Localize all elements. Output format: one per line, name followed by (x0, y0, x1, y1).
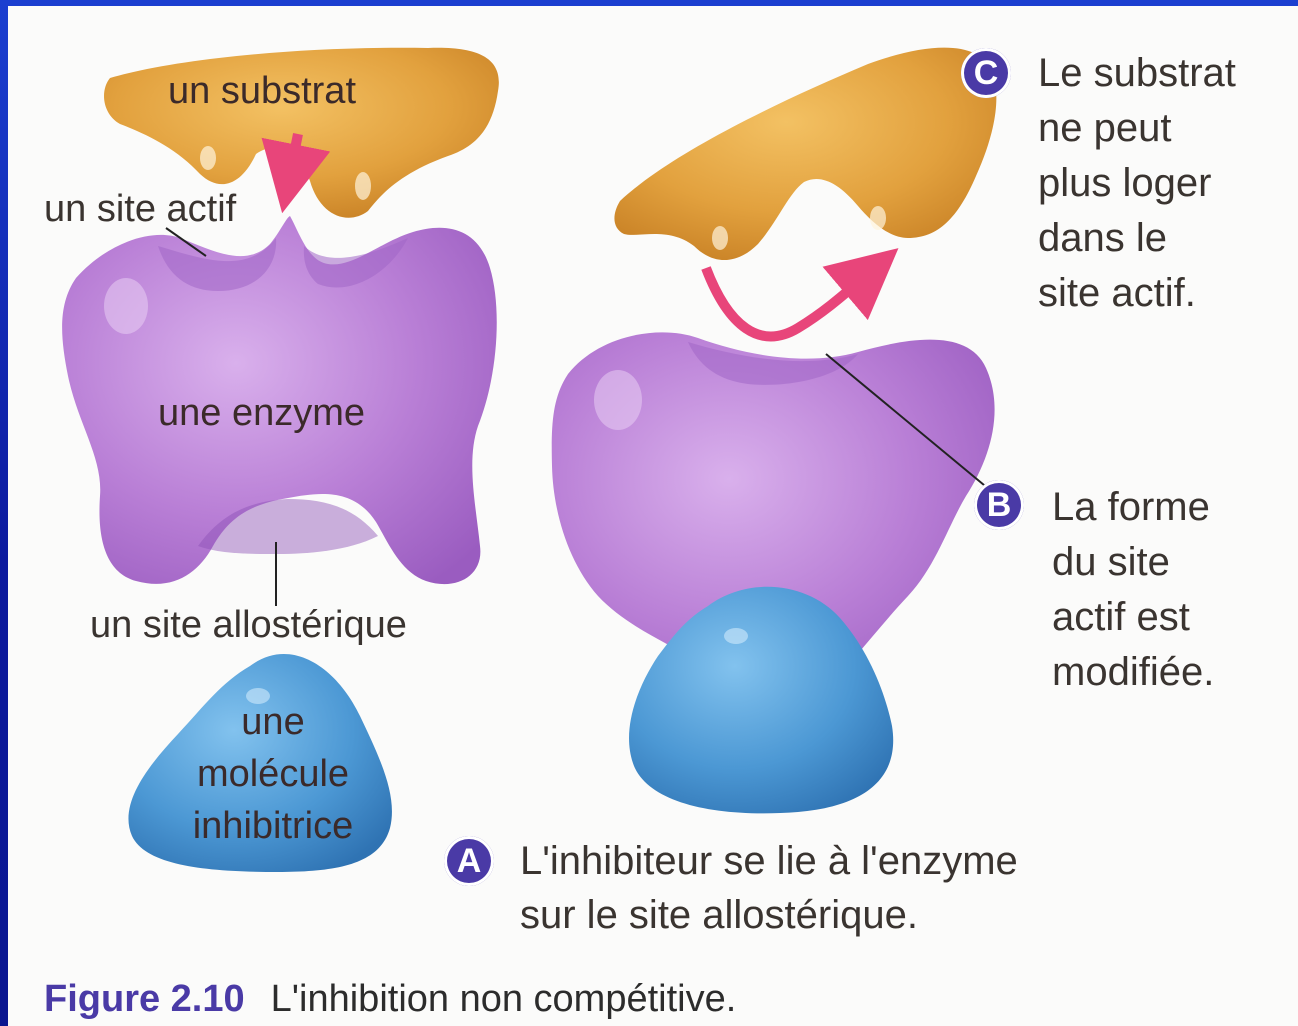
note-c-line: ne peut (1038, 101, 1236, 156)
note-c-line: site actif. (1038, 266, 1236, 321)
label-substrate: un substrat (168, 72, 356, 110)
note-c-line: plus loger (1038, 156, 1236, 211)
note-c-line: Le substrat (1038, 46, 1236, 101)
figure-panel: un substrat un site actif une enzyme un … (8, 6, 1298, 1026)
note-a-line: L'inhibiteur se lie à l'enzyme (520, 834, 1018, 888)
label-enzyme: une enzyme (158, 394, 365, 432)
label-inhibitor-line3: inhibitrice (128, 800, 418, 852)
substrate-shape-right (614, 48, 996, 260)
note-b-line: actif est (1052, 590, 1214, 645)
note-b-line: modifiée. (1052, 645, 1214, 700)
note-b-line: La forme (1052, 480, 1214, 535)
note-a: L'inhibiteur se lie à l'enzyme sur le si… (520, 834, 1018, 942)
figure-title: L'inhibition non compétitive. (271, 978, 737, 1020)
note-c: Le substrat ne peut plus loger dans le s… (1038, 46, 1236, 321)
label-active-site: un site actif (44, 190, 236, 228)
note-b: La forme du site actif est modifiée. (1052, 480, 1214, 700)
marker-b: B (974, 480, 1024, 530)
figure-number: Figure 2.10 (44, 978, 245, 1020)
marker-c: C (961, 48, 1011, 98)
note-a-line: sur le site allostérique. (520, 888, 1018, 942)
marker-a: A (444, 836, 494, 886)
label-inhibitor-line1: une (128, 696, 418, 748)
label-allosteric-site: un site allostérique (90, 606, 407, 644)
note-c-line: dans le (1038, 211, 1236, 266)
note-b-line: du site (1052, 535, 1214, 590)
label-inhibitor-line2: molécule (128, 748, 418, 800)
rejection-arrow (706, 268, 868, 336)
figure-caption: Figure 2.10 L'inhibition non compétitive. (44, 978, 736, 1021)
label-inhibitor: une molécule inhibitrice (128, 696, 418, 852)
